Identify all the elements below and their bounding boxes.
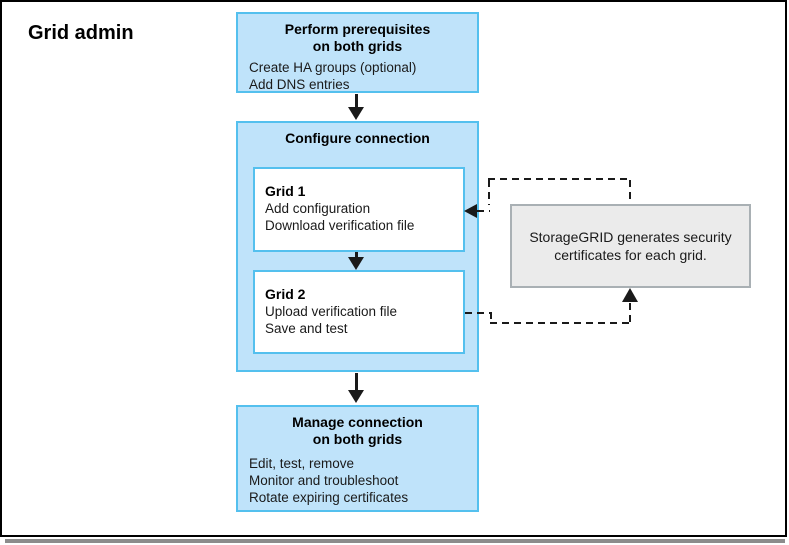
grid2-box: Grid 2 Upload verification file Save and…	[253, 270, 465, 354]
note-line1: StorageGRID generates security	[529, 229, 732, 245]
manage-title-line1: Manage connection	[292, 414, 423, 430]
prerequisites-items: Create HA groups (optional) Add DNS entr…	[238, 55, 477, 93]
arrow-configure-to-manage-stem	[355, 373, 358, 391]
manage-item: Edit, test, remove	[249, 456, 355, 471]
arrow-prereq-to-configure-head	[348, 107, 364, 120]
dashed-top-vertical-left	[488, 180, 490, 205]
page-title: Grid admin	[28, 22, 134, 44]
frame-shadow	[5, 539, 785, 543]
prerequisites-title-line2: on both grids	[312, 38, 403, 54]
dashed-top-vertical-right	[629, 180, 631, 204]
manage-title: Manage connection on both grids	[238, 407, 477, 448]
manage-title-line2: on both grids	[312, 431, 403, 447]
dashed-into-grid1	[477, 210, 490, 212]
grid2-item: Save and test	[265, 321, 348, 336]
grid2-item: Upload verification file	[265, 304, 398, 319]
configure-title: Configure connection	[285, 130, 430, 146]
prerequisites-title-line1: Perform prerequisites	[284, 21, 431, 37]
manage-item: Monitor and troubleshoot	[249, 473, 399, 488]
grid1-content: Grid 1 Add configuration Download verifi…	[255, 169, 463, 234]
manage-item: Rotate expiring certificates	[249, 490, 409, 505]
arrow-configure-to-manage-head	[348, 390, 364, 403]
prerequisites-item: Add DNS entries	[249, 77, 350, 92]
prerequisites-box: Perform prerequisites on both grids Crea…	[236, 12, 479, 93]
dashed-bottom-step	[490, 312, 492, 323]
grid1-item: Add configuration	[265, 201, 371, 216]
prerequisites-item: Create HA groups (optional)	[249, 60, 417, 75]
dashed-bottom-vertical	[629, 303, 631, 323]
dashed-bottom-horizontal	[490, 322, 631, 324]
grid1-title: Grid 1	[265, 183, 306, 199]
grid1-item: Download verification file	[265, 218, 415, 233]
arrow-prereq-to-configure-stem	[355, 94, 358, 108]
grid2-content: Grid 2 Upload verification file Save and…	[255, 272, 463, 337]
dashed-from-grid2	[465, 312, 492, 314]
arrow-grid1-to-grid2-head	[348, 257, 364, 270]
dashed-arrowhead-into-grid1	[464, 204, 477, 218]
dashed-top-horizontal	[488, 178, 631, 180]
grid2-title: Grid 2	[265, 286, 306, 302]
manage-connection-box: Manage connection on both grids Edit, te…	[236, 405, 479, 512]
certificates-note-box: StorageGRID generates security certifica…	[510, 204, 751, 288]
note-line2: certificates for each grid.	[554, 247, 707, 263]
manage-items: Edit, test, remove Monitor and troublesh…	[238, 448, 477, 506]
arrow-grid1-to-grid2-stem	[355, 252, 358, 259]
prerequisites-title: Perform prerequisites on both grids	[238, 14, 477, 55]
grid1-box: Grid 1 Add configuration Download verifi…	[253, 167, 465, 252]
dashed-arrowhead-into-note	[622, 288, 638, 302]
